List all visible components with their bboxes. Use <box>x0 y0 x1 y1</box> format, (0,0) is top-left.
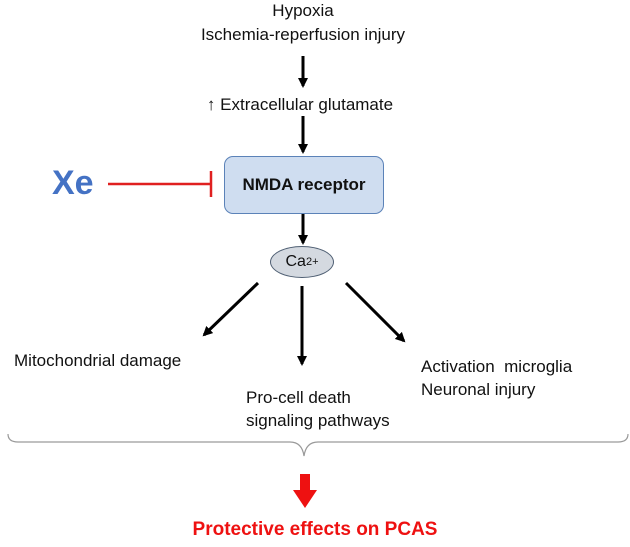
outcomes-brace <box>7 433 629 457</box>
outcome-microglia-line1: Activation microglia <box>421 357 573 376</box>
xenon-label: Xe <box>52 164 94 202</box>
cause-hypoxia: Hypoxia <box>272 1 334 20</box>
calcium-base: Ca <box>285 253 306 270</box>
arrow-calcium-to-mitochondrial <box>202 281 260 337</box>
nmda-receptor-box: NMDA receptor <box>224 156 384 214</box>
outcome-prodeath-line1: Pro-cell death <box>246 388 351 407</box>
cause-ischemia: Ischemia-reperfusion injury <box>200 25 406 44</box>
result-arrow <box>293 474 317 508</box>
nmda-receptor-label: NMDA receptor <box>242 175 366 194</box>
outcome-mitochondrial: Mitochondrial damage <box>14 351 182 370</box>
glutamate-label: ↑ Extracellular glutamate <box>206 95 394 114</box>
result-label: Protective effects on PCAS <box>192 519 438 540</box>
arrow-calcium-to-microglia <box>344 281 406 343</box>
outcome-prodeath-line2: signaling pathways <box>246 411 390 430</box>
outcome-microglia-line2: Neuronal injury <box>421 380 536 399</box>
